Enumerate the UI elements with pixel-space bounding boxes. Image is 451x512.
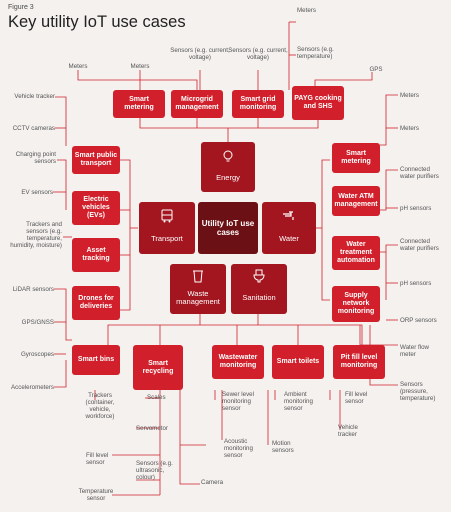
drones-for-deliveries-box: Drones for deliveries bbox=[72, 286, 120, 320]
page-title: Key utility IoT use cases bbox=[8, 13, 186, 31]
supply-network-monitoring-box: Supply network monitoring bbox=[332, 286, 380, 322]
payg-cooking-box: PAYG cooking and SHS bbox=[292, 86, 344, 120]
label-meters: Meters bbox=[68, 63, 88, 70]
energy-sector-label: Energy bbox=[216, 173, 240, 182]
electric-vehicles-box: Electric vehicles (EVs) bbox=[72, 191, 120, 225]
waste-sector-label: Waste management bbox=[176, 289, 220, 306]
sanitation-sector: Sanitation bbox=[231, 264, 287, 314]
label-sensors-ultrasonic-colour: Sensors (e.g. ultrasonic, colour) bbox=[136, 460, 173, 481]
smart-recycling-box: Smart recycling bbox=[133, 345, 183, 390]
water-treatment-automation-box: Water treatment automation bbox=[332, 236, 380, 270]
label-gps: GPS bbox=[369, 66, 383, 73]
water-atm-management-box: Water ATM management bbox=[332, 186, 380, 216]
energy-sector: Energy bbox=[201, 142, 255, 192]
sanitation-sector-label: Sanitation bbox=[242, 293, 276, 302]
label-connected-water-purifiers: Connected water purifiers bbox=[400, 238, 439, 252]
label-scales: Scales bbox=[147, 394, 166, 401]
smart-grid-monitoring-box: Smart grid monitoring bbox=[232, 90, 284, 118]
label-meters: Meters bbox=[297, 7, 316, 14]
lightbulb-icon bbox=[223, 150, 233, 162]
pit-fill-level-monitoring-box: Pit fill level monitoring bbox=[333, 345, 385, 379]
energy-smart-metering-box: Smart metering bbox=[113, 90, 165, 118]
label-gps-gnss: GPS/GNSS bbox=[21, 319, 54, 326]
label-vehicle-tracker: Vehicle tracker bbox=[338, 424, 358, 438]
label-servomotor: Servomotor bbox=[136, 425, 168, 432]
label-accelerometers: Accelerometers bbox=[11, 384, 54, 391]
label-sewer-level-monitoring-sensor: Sewer level monitoring sensor bbox=[222, 391, 254, 412]
wastewater-monitoring-box: Wastewater monitoring bbox=[212, 345, 264, 379]
label-sensors-temperature: Sensors (e.g. temperature) bbox=[297, 46, 334, 60]
microgrid-management-box: Microgrid management bbox=[171, 90, 223, 118]
label-sensors-current-voltage: Sensors (e.g. current, voltage) bbox=[228, 47, 288, 61]
label-meters: Meters bbox=[130, 63, 150, 70]
label-sensors-current-voltage: Sensors (e.g. current, voltage) bbox=[170, 47, 230, 61]
label-camera: Camera bbox=[201, 479, 224, 486]
asset-tracking-box: Asset tracking bbox=[72, 238, 120, 272]
toilet-icon bbox=[253, 269, 265, 283]
water-sector-label: Water bbox=[279, 234, 299, 243]
recycle-bin-icon bbox=[193, 270, 203, 283]
label-meters: Meters bbox=[400, 125, 419, 132]
label-vehicle-tracker: Vehicle tracker bbox=[14, 93, 55, 100]
label-fill-level-sensor: Fill level sensor bbox=[86, 452, 109, 466]
water-sector: Water bbox=[262, 202, 316, 254]
label-meters: Meters bbox=[400, 92, 419, 99]
smart-public-transport-box: Smart public transport bbox=[72, 146, 120, 174]
smart-toilets-box: Smart toilets bbox=[272, 345, 324, 379]
label-connected-water-purifiers: Connected water purifiers bbox=[400, 166, 439, 180]
smart-bins-box: Smart bins bbox=[72, 345, 120, 375]
figure-label: Figure 3 bbox=[8, 4, 34, 11]
label-lidar-sensors: LiDAR sensors bbox=[12, 286, 54, 293]
waste-management-sector: Waste management bbox=[170, 264, 226, 314]
label-acoustic-monitoring-sensor: Acoustic monitoring sensor bbox=[224, 438, 253, 459]
label-water-flow-meter: Water flow meter bbox=[400, 344, 429, 358]
tap-icon bbox=[283, 211, 294, 220]
label-gyroscopes: Gyroscopes bbox=[20, 351, 54, 358]
label-trackers-container-vehicle-workforce: Trackers (container, vehicle, workforce) bbox=[85, 392, 115, 420]
label-charging-point-sensors: Charging point sensors bbox=[15, 151, 56, 165]
label-orp-sensors: ORP sensors bbox=[400, 317, 437, 324]
label-trackers-and-sensors: Trackers and sensors (e.g. temperature, … bbox=[10, 221, 62, 249]
label-cctv-cameras: CCTV cameras bbox=[12, 125, 55, 132]
label-temperature-sensor: Temperature sensor bbox=[78, 488, 114, 502]
label-motion-sensors: Motion sensors bbox=[272, 440, 294, 454]
transport-sector: Transport bbox=[139, 202, 195, 254]
label-fill-level-sensor: Fill level sensor bbox=[345, 391, 368, 405]
bus-icon bbox=[161, 209, 173, 223]
label-ph-sensors: pH sensors bbox=[400, 280, 432, 287]
water-smart-metering-box: Smart metering bbox=[332, 143, 380, 173]
label-sensors-pressure-temperature: Sensors (pressure, temperature) bbox=[400, 381, 436, 402]
label-ambient-monitoring-sensor: Ambient monitoring sensor bbox=[284, 391, 313, 412]
label-ev-sensors: EV sensors bbox=[21, 189, 53, 196]
label-ph-sensors: pH sensors bbox=[400, 205, 432, 212]
utility-iot-use-cases-center: Utility IoT use cases bbox=[198, 202, 258, 254]
transport-sector-label: Transport bbox=[151, 234, 183, 243]
